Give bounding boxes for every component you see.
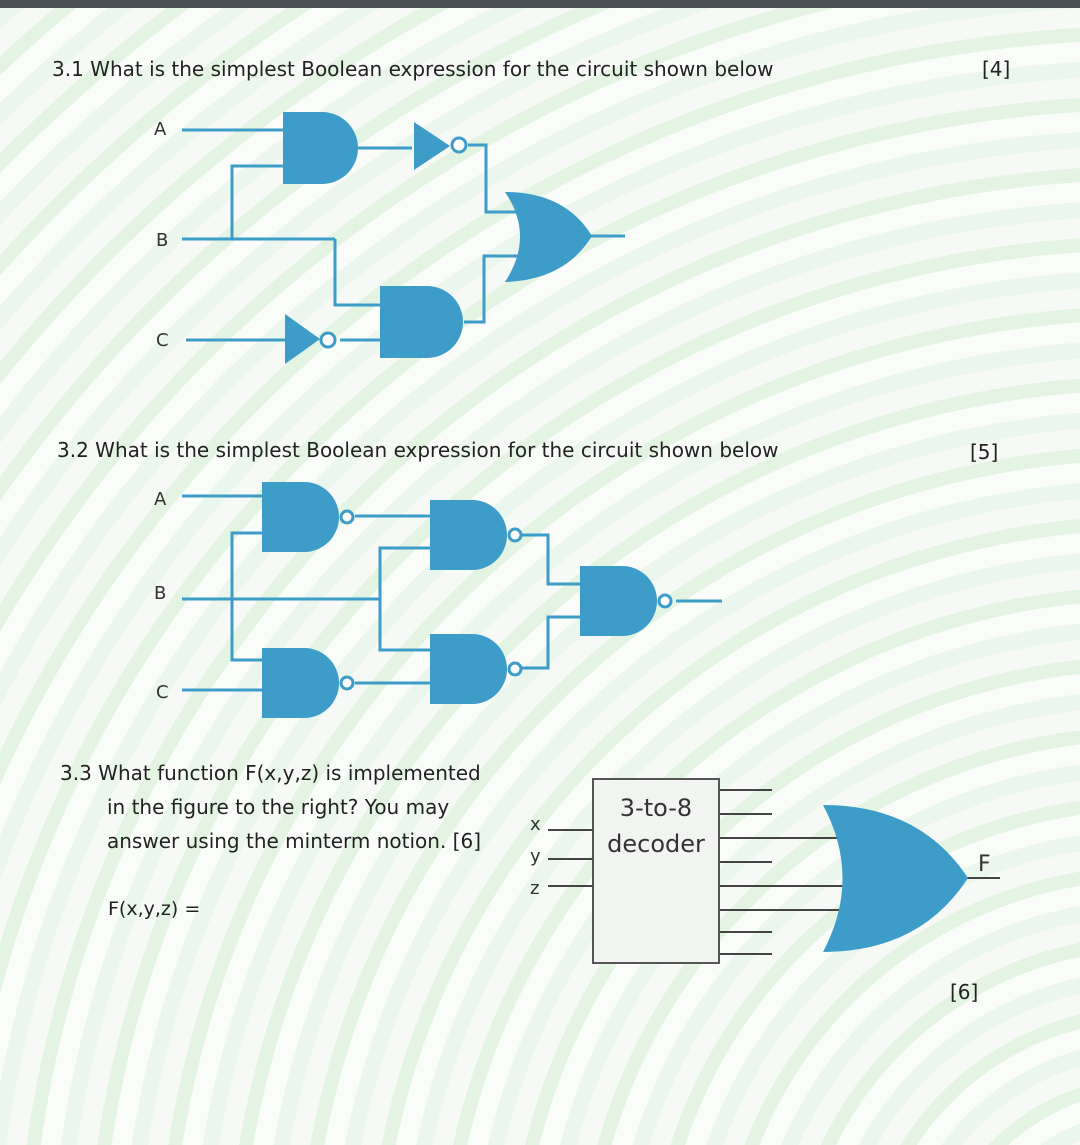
q32-nand-gate-2-bubble: [507, 527, 523, 543]
q31-wire-and2-to-or: [464, 254, 522, 324]
decoder-input-x-label: x: [530, 814, 541, 835]
answer-label: F(x,y,z) =: [108, 898, 201, 920]
q31-not-gate-c-bubble: [319, 331, 337, 349]
q32-nand-gate-final: [580, 566, 657, 636]
circuit-3-3: [548, 789, 1000, 955]
top-bar: [0, 0, 1080, 8]
q32-nand-gate-3: [262, 648, 339, 718]
q32-wire-nand4-to-final: [522, 615, 580, 670]
q31-input-c-label: C: [156, 330, 169, 351]
or-gate: [823, 805, 968, 952]
q32-nand-gate-1: [262, 482, 339, 552]
question-3-3-line-2: in the figure to the right? You may: [107, 795, 450, 819]
q31-not-gate-1: [414, 122, 450, 170]
question-3-2-points: [5]: [970, 440, 999, 464]
question-3-3-text: 3.3 What function F(x,y,z) is implemente…: [60, 756, 481, 858]
decoder-label-line-2: decoder: [607, 830, 705, 858]
q31-wire-b-branch-bottom: [333, 239, 382, 307]
q31-not-gate-1-bubble: [450, 136, 468, 154]
q32-wire-b-to-nand4: [378, 599, 430, 652]
question-3-2-text: 3.2 What is the simplest Boolean express…: [57, 438, 779, 462]
q32-nand-gate-3-bubble: [339, 675, 355, 691]
q32-nand-gate-4: [430, 634, 507, 704]
q32-wire-nand2-to-final: [522, 533, 580, 586]
decoder-input-z-label: z: [530, 878, 540, 899]
decoder-input-y-label: y: [530, 846, 541, 867]
q32-nand-gate-2: [430, 500, 507, 570]
q32-nand-gate-4-bubble: [507, 661, 523, 677]
q32-wire-b-to-nand2: [378, 546, 430, 599]
q31-wire-b-branch-top: [230, 164, 285, 239]
decoder-block: 3-to-8 decoder: [592, 778, 720, 964]
q31-and-gate-1: [283, 112, 358, 184]
question-3-1-text: 3.1 What is the simplest Boolean express…: [52, 57, 774, 81]
circuit-3-2: [182, 482, 722, 718]
decoder-label-line-1: 3-to-8: [619, 794, 693, 822]
q32-input-b-label: B: [154, 583, 167, 604]
q32-input-c-label: C: [156, 682, 169, 703]
q32-nand-gate-1-bubble: [339, 509, 355, 525]
q31-input-b-label: B: [156, 230, 169, 251]
q32-input-a-label: A: [154, 489, 167, 510]
q31-and-gate-2: [380, 286, 463, 358]
q31-wire-not-to-or: [468, 143, 522, 214]
q31-not-gate-c: [285, 314, 320, 364]
q31-or-gate: [505, 192, 592, 282]
q32-nand-gate-final-bubble: [657, 593, 673, 609]
q31-input-a-label: A: [154, 119, 167, 140]
circuit-3-1: [182, 112, 625, 364]
question-3-1-points: [4]: [982, 57, 1011, 81]
question-3-3-points: [6]: [950, 980, 979, 1004]
q32-wire-b-branch-bottom: [230, 599, 262, 662]
q32-wire-b-branch-top: [230, 531, 262, 599]
question-3-3-line-1: 3.3 What function F(x,y,z) is implemente…: [60, 761, 481, 785]
question-3-3-line-3: answer using the minterm notion. [6]: [107, 829, 481, 853]
output-f-label: F: [978, 852, 991, 877]
